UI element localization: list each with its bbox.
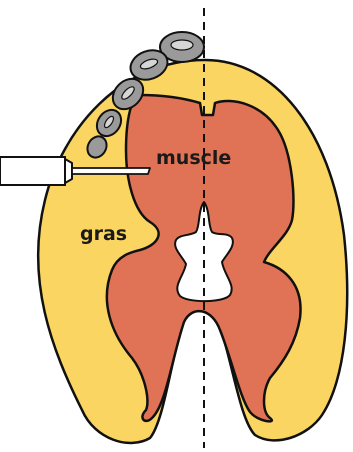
syringe-hub xyxy=(65,159,72,183)
fat-label: gras xyxy=(80,223,127,245)
syringe-barrel xyxy=(0,157,65,185)
muscle-label: muscle xyxy=(156,147,231,169)
syringe-needle xyxy=(72,168,150,174)
